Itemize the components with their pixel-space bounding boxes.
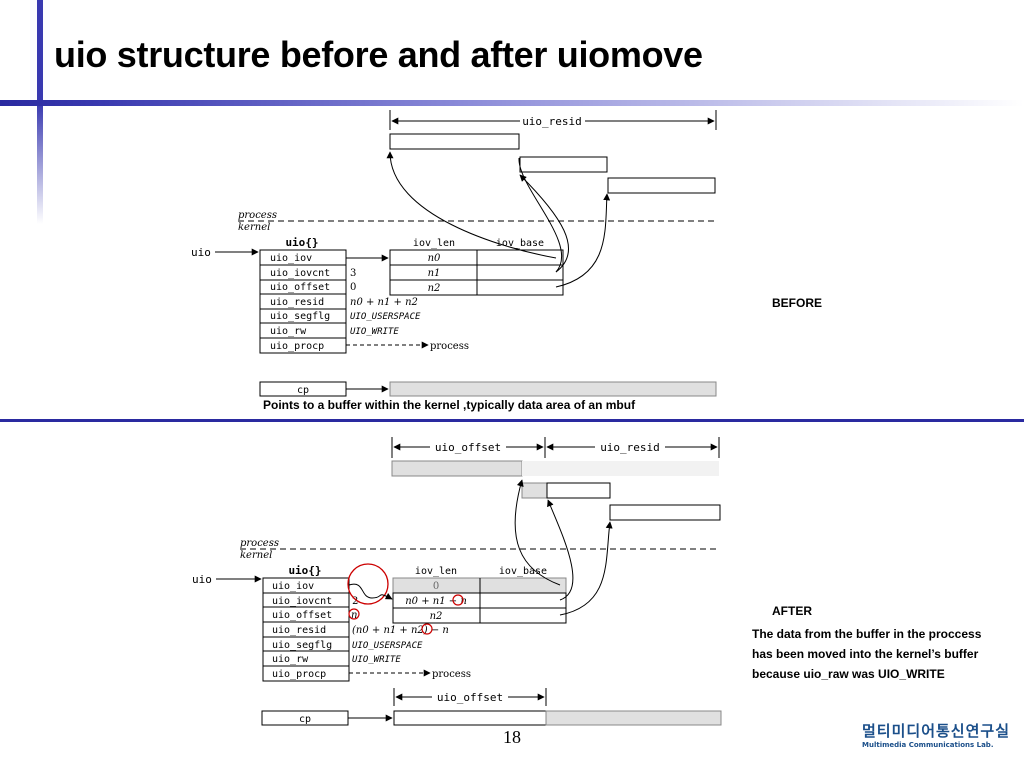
- after-kernel-buffer-remaining: [545, 710, 722, 726]
- after-process-buffer-2: [609, 504, 721, 521]
- after-process-buffer-1-remaining: [546, 482, 611, 499]
- after-iovec-table: [392, 577, 567, 624]
- after-label: AFTER: [772, 604, 812, 618]
- before-kernel-label: kernel: [238, 222, 270, 233]
- after-resid-highlight-circle: [421, 623, 433, 635]
- before-iov-len-1: n1: [428, 268, 441, 279]
- before-iov-len-2: n2: [428, 283, 441, 294]
- after-field-uio-iovcnt: uio_iovcnt: [272, 596, 332, 607]
- after-value-segflg: UIO_USERSPACE: [352, 641, 423, 651]
- lab-logo: 멀티미디어통신연구실 Multimedia Communications Lab…: [862, 720, 1010, 749]
- after-description-line-3: because uio_raw was UIO_WRITE: [752, 667, 945, 681]
- after-bottom-offset-label: uio_offset: [437, 691, 503, 704]
- title-underline: [0, 100, 1024, 106]
- after-process-label: process: [240, 538, 279, 549]
- page-number: 18: [503, 727, 521, 747]
- before-label: BEFORE: [772, 296, 823, 310]
- before-value-resid: n0 + n1 + n2: [350, 297, 418, 308]
- before-caption: Points to a buffer within the kernel ,ty…: [263, 398, 636, 412]
- after-process-buffer-0: [391, 460, 523, 477]
- after-iov-base-header: iov_base: [499, 566, 547, 577]
- after-description-line-2: has been moved into the kernel’s buffer: [752, 647, 979, 661]
- before-value-offset: 0: [350, 282, 356, 293]
- after-uio-offset-label: uio_offset: [435, 441, 501, 454]
- after-value-offset: n: [351, 610, 357, 621]
- before-uio-label: uio: [191, 246, 211, 259]
- before-iov-base-header: iov_base: [496, 238, 544, 249]
- before-process-buffer-2: [607, 177, 716, 194]
- after-iov-len-2: n2: [430, 611, 443, 622]
- after-uio-resid-label: uio_resid: [600, 441, 660, 454]
- before-struct-table: uio_iov uio_iovcnt uio_offset uio_resid …: [259, 249, 347, 354]
- after-description: The data from the buffer in the proccess…: [752, 624, 981, 684]
- before-struct-header: uio{}: [285, 236, 318, 249]
- before-process-buffer-1: [519, 156, 608, 173]
- before-process-label: process: [238, 210, 277, 221]
- after-iov-len-0: 0: [433, 581, 439, 592]
- before-field-uio-resid: uio_resid: [270, 297, 324, 308]
- after-struct-table: uio_iov uio_iovcnt uio_offset uio_resid …: [262, 577, 350, 682]
- after-field-uio-iov: uio_iov: [272, 581, 314, 592]
- after-value-iovcnt: 2: [352, 596, 358, 607]
- after-field-uio-procp: uio_procp: [272, 669, 326, 680]
- before-process-buffer-0: [389, 133, 520, 150]
- after-field-uio-segflg: uio_segflg: [272, 640, 332, 651]
- after-procp-target: process: [432, 669, 471, 680]
- after-kernel-label: kernel: [240, 550, 272, 561]
- before-kernel-buffer: [389, 381, 717, 397]
- after-iov-len-header: iov_len: [415, 566, 457, 577]
- slide-title: uio structure before and after uiomove: [54, 34, 703, 75]
- before-iov-len-header: iov_len: [413, 238, 455, 249]
- after-iov-highlight-circle: [347, 563, 389, 605]
- after-process-buffer-1-used: [521, 482, 548, 499]
- before-field-uio-rw: uio_rw: [270, 326, 307, 337]
- after-uio-label: uio: [192, 573, 212, 586]
- before-iov-len-0: n0: [428, 253, 441, 264]
- after-field-uio-offset: uio_offset: [272, 610, 332, 621]
- after-description-line-1: The data from the buffer in the proccess: [752, 627, 982, 641]
- section-divider: [0, 419, 1024, 422]
- before-iovec-table: [389, 249, 564, 296]
- before-uio-resid-label: uio_resid: [522, 115, 582, 128]
- after-field-uio-resid: uio_resid: [272, 625, 326, 636]
- after-cp-label: cp: [299, 714, 311, 725]
- before-field-uio-procp: uio_procp: [270, 341, 324, 352]
- lab-logo-korean: 멀티미디어통신연구실: [862, 722, 1011, 740]
- before-field-uio-iov: uio_iov: [270, 253, 312, 264]
- before-field-uio-iovcnt: uio_iovcnt: [270, 268, 330, 279]
- after-field-uio-rw: uio_rw: [272, 654, 309, 665]
- before-value-rw: UIO_WRITE: [350, 327, 399, 337]
- title-accent-fade: [37, 104, 43, 224]
- after-iov-len-1: n0 + n1 − n: [405, 596, 467, 607]
- title-accent-bar: [37, 0, 43, 104]
- after-offset-highlight-circle: [348, 608, 360, 620]
- after-struct-header: uio{}: [288, 564, 321, 577]
- before-value-segflg: UIO_USERSPACE: [350, 312, 421, 322]
- after-diagram: uio_offset uio_resid process kernel uio …: [192, 437, 722, 726]
- lab-logo-english: Multimedia Communications Lab.: [862, 741, 994, 749]
- before-procp-target: process: [430, 341, 469, 352]
- after-value-resid: (n0 + n1 + n2) − n: [352, 625, 449, 636]
- after-kernel-buffer-filled: [393, 710, 547, 726]
- before-value-iovcnt: 3: [350, 268, 356, 279]
- before-field-uio-segflg: uio_segflg: [270, 311, 330, 322]
- before-field-uio-offset: uio_offset: [270, 282, 330, 293]
- after-iov-len-highlight-circle: [452, 594, 464, 606]
- before-diagram: uio_resid process kernel uio uio{} uio_i…: [191, 110, 717, 397]
- after-value-rw: UIO_WRITE: [352, 655, 401, 665]
- before-cp-label: cp: [297, 385, 309, 396]
